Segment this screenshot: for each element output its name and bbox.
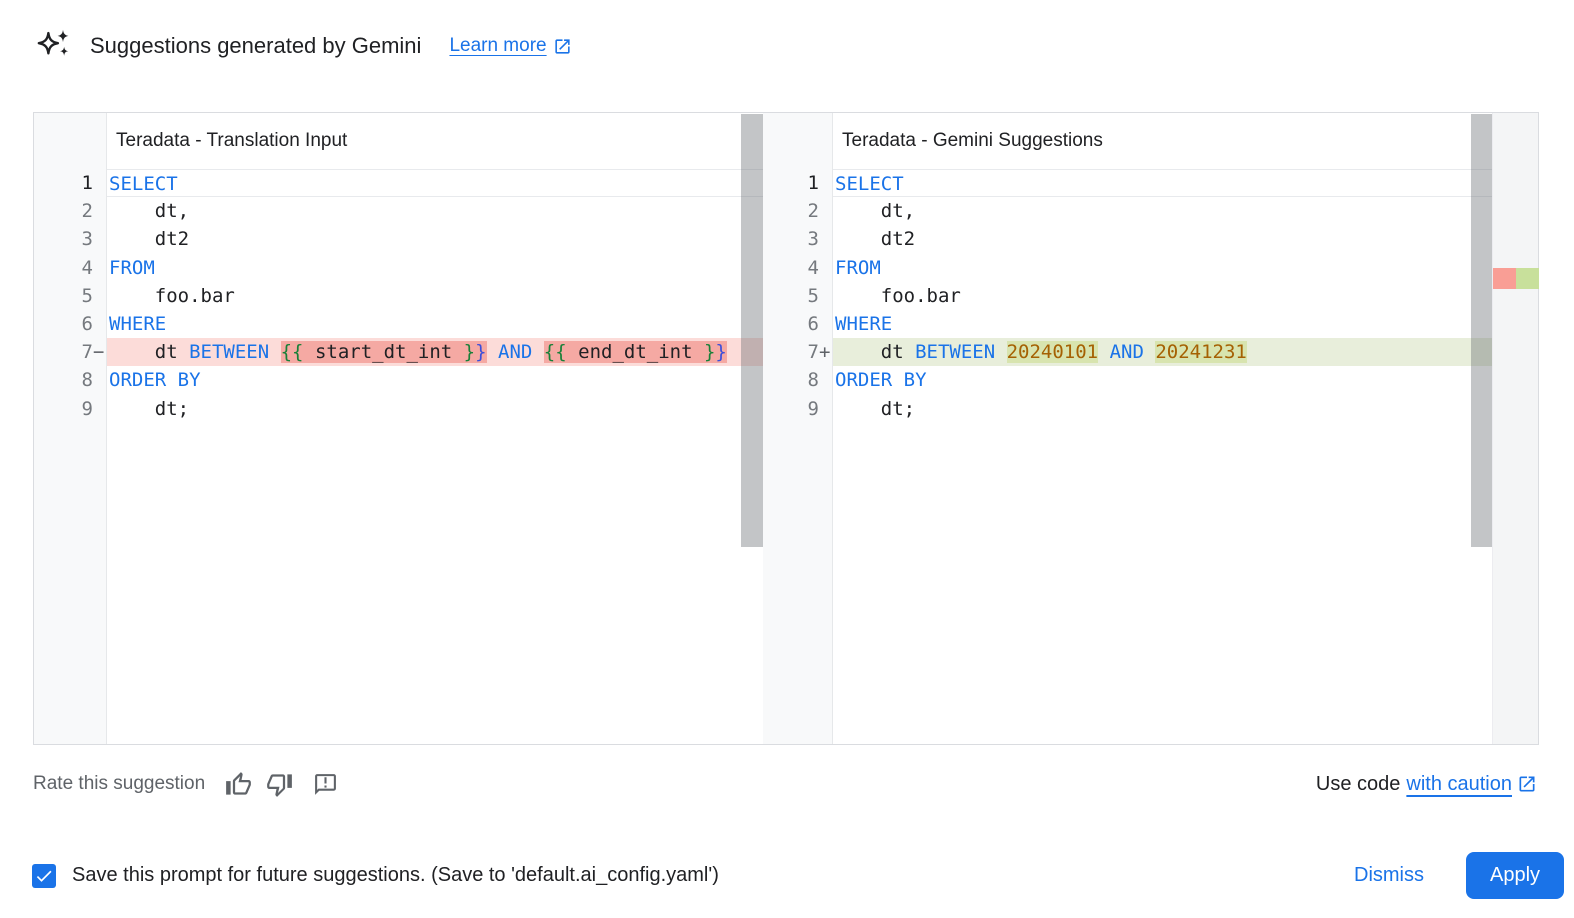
gemini-sparkle-icon bbox=[37, 29, 69, 56]
line-number-3: 3 bbox=[81, 228, 93, 251]
save-prompt-label: Save this prompt for future suggestions.… bbox=[72, 864, 719, 886]
code-area: Teradata - Gemini Suggestions SELECT dt,… bbox=[833, 113, 1492, 744]
line-number-9: 9 bbox=[807, 397, 819, 420]
line-number-4: 4 bbox=[807, 256, 819, 279]
code-line-8[interactable]: ORDER BY bbox=[109, 369, 201, 392]
thumb-down-button[interactable] bbox=[266, 771, 293, 798]
diff-marker-added bbox=[1516, 268, 1539, 289]
code-line-3[interactable]: dt2 bbox=[109, 228, 190, 251]
line-number-gutter: 1 2 3 4 5 6 7− 8 9 bbox=[34, 113, 107, 744]
feedback-button[interactable] bbox=[313, 772, 338, 797]
code-line-5[interactable]: foo.bar bbox=[835, 284, 961, 307]
gutter-spacer bbox=[763, 113, 832, 169]
line-number-6: 6 bbox=[807, 312, 819, 335]
thumb-up-button[interactable] bbox=[225, 771, 252, 798]
pane-title: Teradata - Translation Input bbox=[107, 113, 763, 169]
line-number-1: 1 bbox=[81, 172, 93, 194]
code-line-6[interactable]: WHERE bbox=[835, 312, 893, 335]
code-line-7[interactable]: dt BETWEEN 20240101 AND 20241231 bbox=[833, 338, 1492, 367]
line-number-6: 6 bbox=[81, 312, 93, 335]
save-prompt-checkbox[interactable] bbox=[32, 863, 56, 888]
translation-input-pane: 1 2 3 4 5 6 7− 8 9 Teradata - Translation Input … bbox=[34, 113, 763, 744]
line-number-3: 3 bbox=[807, 228, 819, 251]
diff-container: 1 2 3 4 5 6 7− 8 9 Teradata - Translation Input … bbox=[33, 112, 1539, 745]
gemini-suggestions-pane: 1 2 3 4 5 6 7+ 8 9 Teradata - Gemini Suggestions… bbox=[763, 113, 1539, 744]
feedback-icon bbox=[315, 773, 337, 795]
rate-label: Rate this suggestion bbox=[33, 773, 206, 794]
code-line-7[interactable]: dt BETWEEN {{ start_dt_int }} AND {{ end… bbox=[107, 338, 763, 367]
panel-header: Suggestions generated by Gemini Learn mo… bbox=[36, 28, 572, 64]
code-line-8[interactable]: ORDER BY bbox=[835, 369, 927, 392]
page-title: Suggestions generated by Gemini bbox=[90, 33, 422, 58]
line-number-2: 2 bbox=[807, 200, 819, 223]
vertical-scrollbar[interactable] bbox=[741, 114, 763, 547]
rate-row: Rate this suggestion Use code with cauti… bbox=[33, 768, 1537, 800]
line-number-8: 8 bbox=[81, 369, 93, 392]
learn-more-link[interactable]: Learn more bbox=[449, 35, 571, 57]
line-number-1: 1 bbox=[807, 172, 819, 194]
with-caution-link[interactable]: with caution bbox=[1406, 772, 1512, 795]
code-area: Teradata - Translation Input SELECT dt, … bbox=[107, 113, 763, 744]
line-number-4: 4 bbox=[81, 256, 93, 279]
code-line-9[interactable]: dt; bbox=[835, 397, 916, 420]
line-number-5: 5 bbox=[807, 284, 819, 307]
thumb-down-icon bbox=[267, 773, 293, 797]
code-line-1[interactable]: SELECT bbox=[107, 169, 763, 198]
pane-title: Teradata - Gemini Suggestions bbox=[833, 113, 1492, 169]
line-number-8: 8 bbox=[807, 369, 819, 392]
line-number-gutter: 1 2 3 4 5 6 7+ 8 9 bbox=[763, 113, 833, 744]
line-number-7: 7− bbox=[81, 341, 105, 364]
open-in-new-icon bbox=[1519, 776, 1535, 792]
overview-ruler bbox=[1492, 113, 1539, 744]
line-number-5: 5 bbox=[81, 284, 93, 307]
line-number-7: 7+ bbox=[807, 341, 831, 364]
code-line-3[interactable]: dt2 bbox=[835, 228, 916, 251]
code-line-2[interactable]: dt, bbox=[109, 200, 190, 223]
use-code-note: Use code with caution bbox=[1316, 773, 1537, 796]
learn-more-label: Learn more bbox=[449, 35, 547, 56]
code-line-1[interactable]: SELECT bbox=[833, 169, 1492, 198]
open-in-new-icon bbox=[554, 38, 570, 54]
apply-button[interactable]: Apply bbox=[1466, 852, 1564, 899]
line-number-2: 2 bbox=[81, 200, 93, 223]
vertical-scrollbar[interactable] bbox=[1471, 114, 1492, 547]
code-line-2[interactable]: dt, bbox=[835, 200, 916, 223]
code-line-6[interactable]: WHERE bbox=[109, 312, 167, 335]
line-number-9: 9 bbox=[81, 397, 93, 420]
action-bar: Save this prompt for future suggestions.… bbox=[32, 851, 1564, 900]
dismiss-button[interactable]: Dismiss bbox=[1348, 863, 1430, 888]
code-line-4[interactable]: FROM bbox=[835, 256, 881, 279]
thumb-up-icon bbox=[226, 771, 252, 795]
diff-marker-removed bbox=[1493, 268, 1516, 289]
checkmark-icon bbox=[36, 870, 52, 882]
code-line-9[interactable]: dt; bbox=[109, 397, 190, 420]
use-code-text: Use code bbox=[1315, 772, 1401, 795]
gutter-spacer bbox=[34, 113, 106, 169]
code-line-5[interactable]: foo.bar bbox=[109, 284, 235, 307]
code-line-4[interactable]: FROM bbox=[109, 256, 155, 279]
